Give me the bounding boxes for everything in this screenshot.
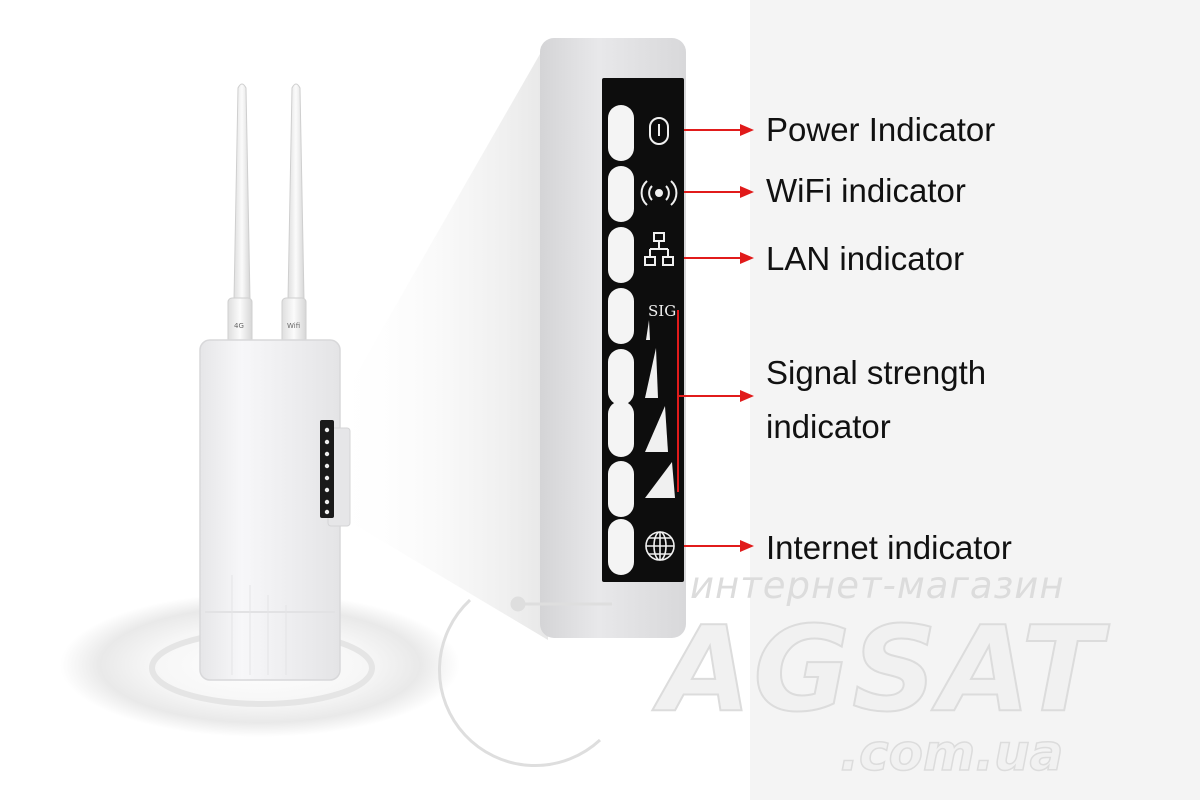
power-icon: [649, 117, 669, 145]
led-window-signal-2: [608, 349, 634, 405]
zoom-beam: [330, 40, 548, 640]
arrow-internet: [684, 540, 754, 552]
satellite-dish-icon: [438, 596, 612, 768]
callout-lan: LAN indicator: [766, 240, 965, 277]
arrow-power: [684, 124, 754, 136]
callout-wifi: WiFi indicator: [766, 172, 966, 209]
globe-icon: [645, 531, 675, 561]
led-window-signal-4: [608, 461, 634, 517]
watermark-tagline: интернет-магазин: [690, 564, 1065, 607]
lan-icon: [644, 232, 674, 266]
arrow-wifi: [684, 186, 754, 198]
antenna-wifi: [281, 83, 307, 345]
callout-signal-line2: indicator: [766, 408, 891, 445]
signal-bars-icon: [645, 320, 675, 498]
led-window-power: [608, 105, 634, 161]
router-body: [199, 339, 351, 681]
router-led-strip: [320, 420, 334, 518]
led-window-internet: [608, 519, 634, 575]
watermark-domain: .com.ua: [839, 723, 1064, 783]
antenna-label-4g: 4G: [234, 322, 244, 330]
led-window-signal-3: [608, 401, 634, 457]
watermark-brand: AGSAT: [659, 599, 1104, 739]
callout-signal-line1: Signal strength: [766, 354, 987, 391]
led-window-lan: [608, 227, 634, 283]
led-window-signal-1: [608, 288, 634, 344]
wifi-icon: [640, 180, 678, 206]
arrow-lan: [684, 252, 754, 264]
background-panel: [750, 0, 1200, 800]
antenna-label-wifi: Wifi: [287, 322, 301, 330]
arrow-signal: [678, 390, 754, 402]
callout-power: Power Indicator: [766, 111, 996, 148]
sig-label: SIG: [648, 302, 676, 320]
led-window-wifi: [608, 166, 634, 222]
callout-internet: Internet indicator: [766, 529, 1012, 566]
antenna-4g: [227, 83, 253, 345]
